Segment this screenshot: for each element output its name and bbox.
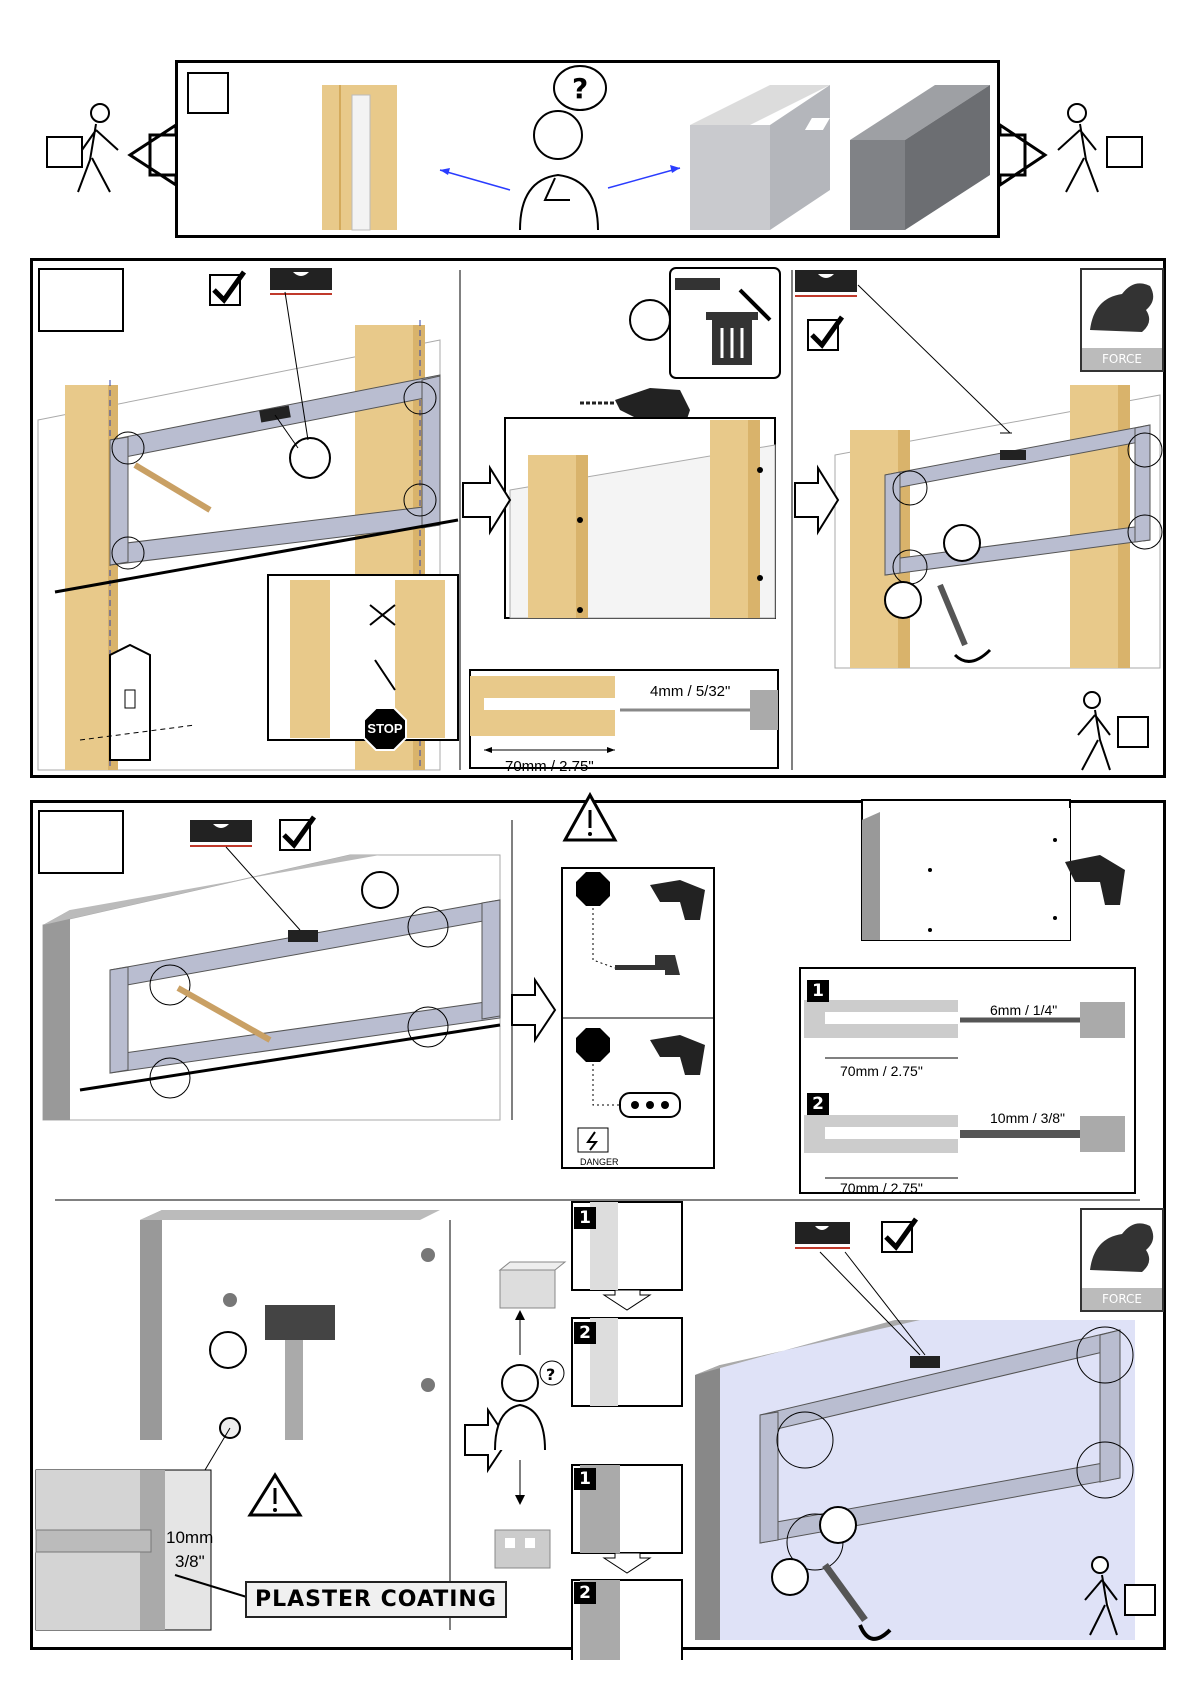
checkmark-icon xyxy=(808,317,842,350)
drill-size-label: 10mm / 3/8" xyxy=(990,1110,1065,1126)
force-label: FORCE xyxy=(1082,348,1162,370)
strong-arm-icon xyxy=(1082,270,1162,346)
step-badge: 1 xyxy=(807,980,829,1002)
hollow-brick-icon xyxy=(495,1530,550,1568)
step-box xyxy=(1118,717,1148,747)
solid-brick-icon xyxy=(500,1262,565,1308)
confused-person-icon xyxy=(495,1365,545,1450)
stop-sign-icon xyxy=(576,1028,610,1062)
power-outlet-icon xyxy=(620,1093,680,1117)
stop-sign-text: STOP xyxy=(364,721,406,736)
step-badge: 1 xyxy=(574,1468,596,1490)
walking-person-icon xyxy=(1078,692,1110,770)
drill-icon xyxy=(1065,855,1125,905)
depth-label: 70mm / 2.75" xyxy=(505,758,594,775)
step-badge: 2 xyxy=(574,1582,596,1604)
depth-label: 70mm / 2.75" xyxy=(840,1063,923,1079)
stop-sign-icon xyxy=(576,872,610,906)
trash-icon xyxy=(706,312,758,365)
drill-size-label: 6mm / 1/4" xyxy=(990,1002,1057,1018)
plaster-coating-label: PLASTER COATING xyxy=(245,1581,507,1618)
spirit-level-icon xyxy=(270,268,332,294)
warning-icon xyxy=(250,1475,300,1515)
strong-arm-icon xyxy=(1082,1210,1162,1286)
depth-label: 70mm / 2.75" xyxy=(840,1180,923,1196)
question-mark: ? xyxy=(546,1365,555,1384)
spirit-level-icon xyxy=(795,270,857,296)
danger-icon xyxy=(578,1128,608,1152)
step-badge: 2 xyxy=(574,1322,596,1344)
step-badge: 2 xyxy=(807,1093,829,1115)
force-label: FORCE xyxy=(1082,1288,1162,1310)
wood-stud-graphics xyxy=(0,0,1191,790)
force-icon: FORCE xyxy=(1080,1208,1164,1312)
checkmark-icon xyxy=(882,1219,916,1252)
drill-size-label: 4mm / 5/32" xyxy=(650,683,730,700)
spirit-level-icon xyxy=(190,820,252,846)
spirit-level-icon xyxy=(795,1222,850,1248)
warning-icon xyxy=(565,795,615,840)
danger-label: DANGER xyxy=(580,1157,619,1167)
checkmark-icon xyxy=(280,817,314,850)
step-badge: 1 xyxy=(574,1207,596,1229)
checkmark-icon xyxy=(210,272,244,305)
step-box xyxy=(1125,1585,1155,1615)
force-icon: FORCE xyxy=(1080,268,1164,372)
plaster-depth-mm: 10mm xyxy=(166,1528,213,1548)
plaster-depth-in: 3/8" xyxy=(175,1552,205,1572)
